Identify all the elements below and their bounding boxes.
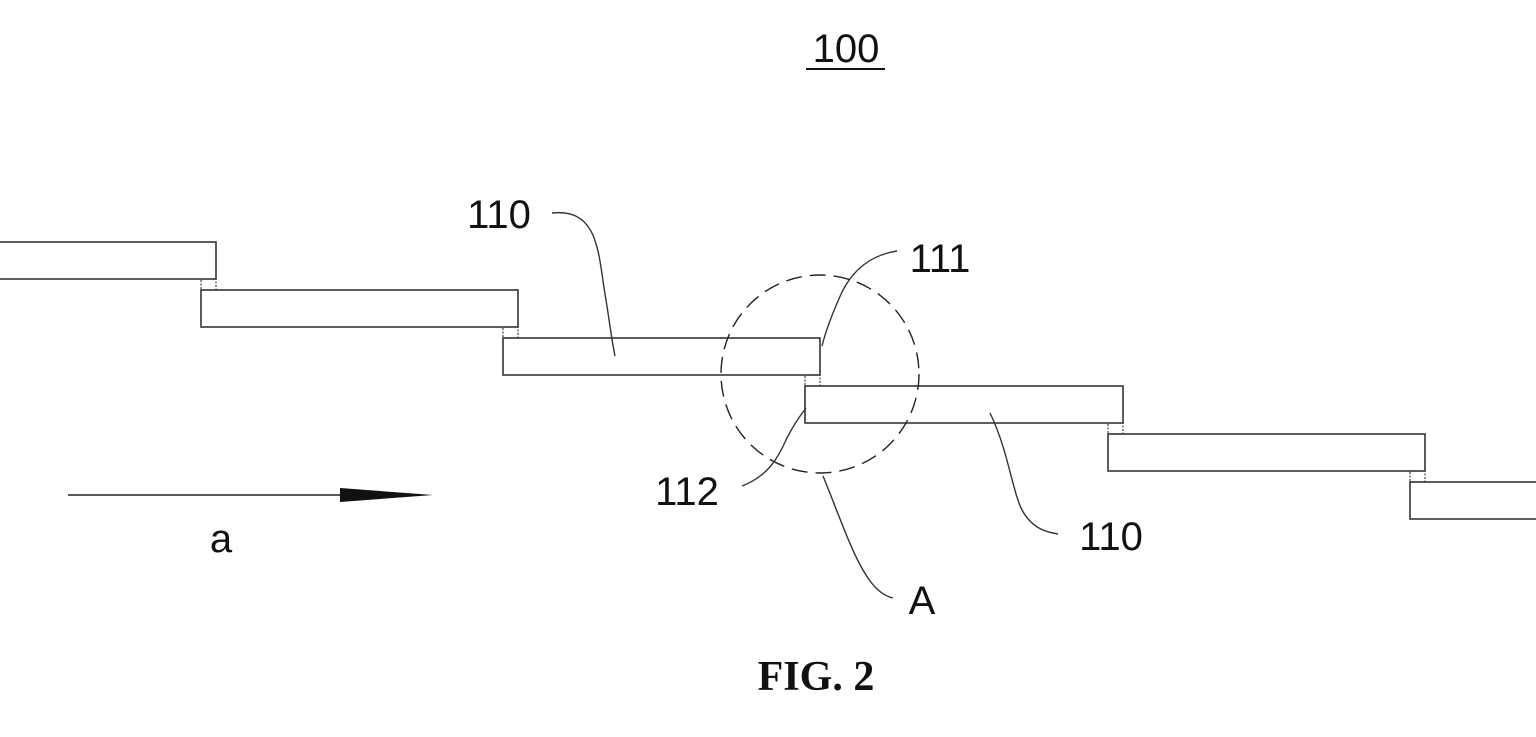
plate-overlap-1 [201, 279, 216, 290]
leader-110-upper [552, 213, 615, 356]
leader-a [823, 476, 893, 598]
label-112: 112 [655, 470, 719, 514]
reference-number-100: 100 [813, 27, 880, 71]
label-110-upper: 110 [467, 193, 531, 237]
stepped-plates [0, 242, 1536, 519]
figure-caption: FIG. 2 [758, 654, 875, 700]
plate-overlap-5 [1410, 471, 1425, 482]
leader-111 [822, 251, 897, 346]
plate-4 [805, 386, 1123, 423]
direction-arrow [68, 488, 433, 502]
label-111: 111 [910, 237, 971, 281]
plate-2 [201, 290, 518, 327]
plate-overlap-3 [805, 375, 820, 386]
plate-6 [1410, 482, 1536, 519]
label-detail-a: A [909, 579, 936, 623]
label-110-lower: 110 [1079, 515, 1143, 559]
plate-overlap-4 [1108, 423, 1123, 434]
plate-5 [1108, 434, 1425, 471]
label-direction-a: a [210, 517, 233, 561]
leader-112 [742, 408, 806, 486]
plate-1 [0, 242, 216, 279]
plate-3 [503, 338, 820, 375]
plate-overlap-2 [503, 327, 518, 338]
leader-110-lower [990, 413, 1058, 534]
